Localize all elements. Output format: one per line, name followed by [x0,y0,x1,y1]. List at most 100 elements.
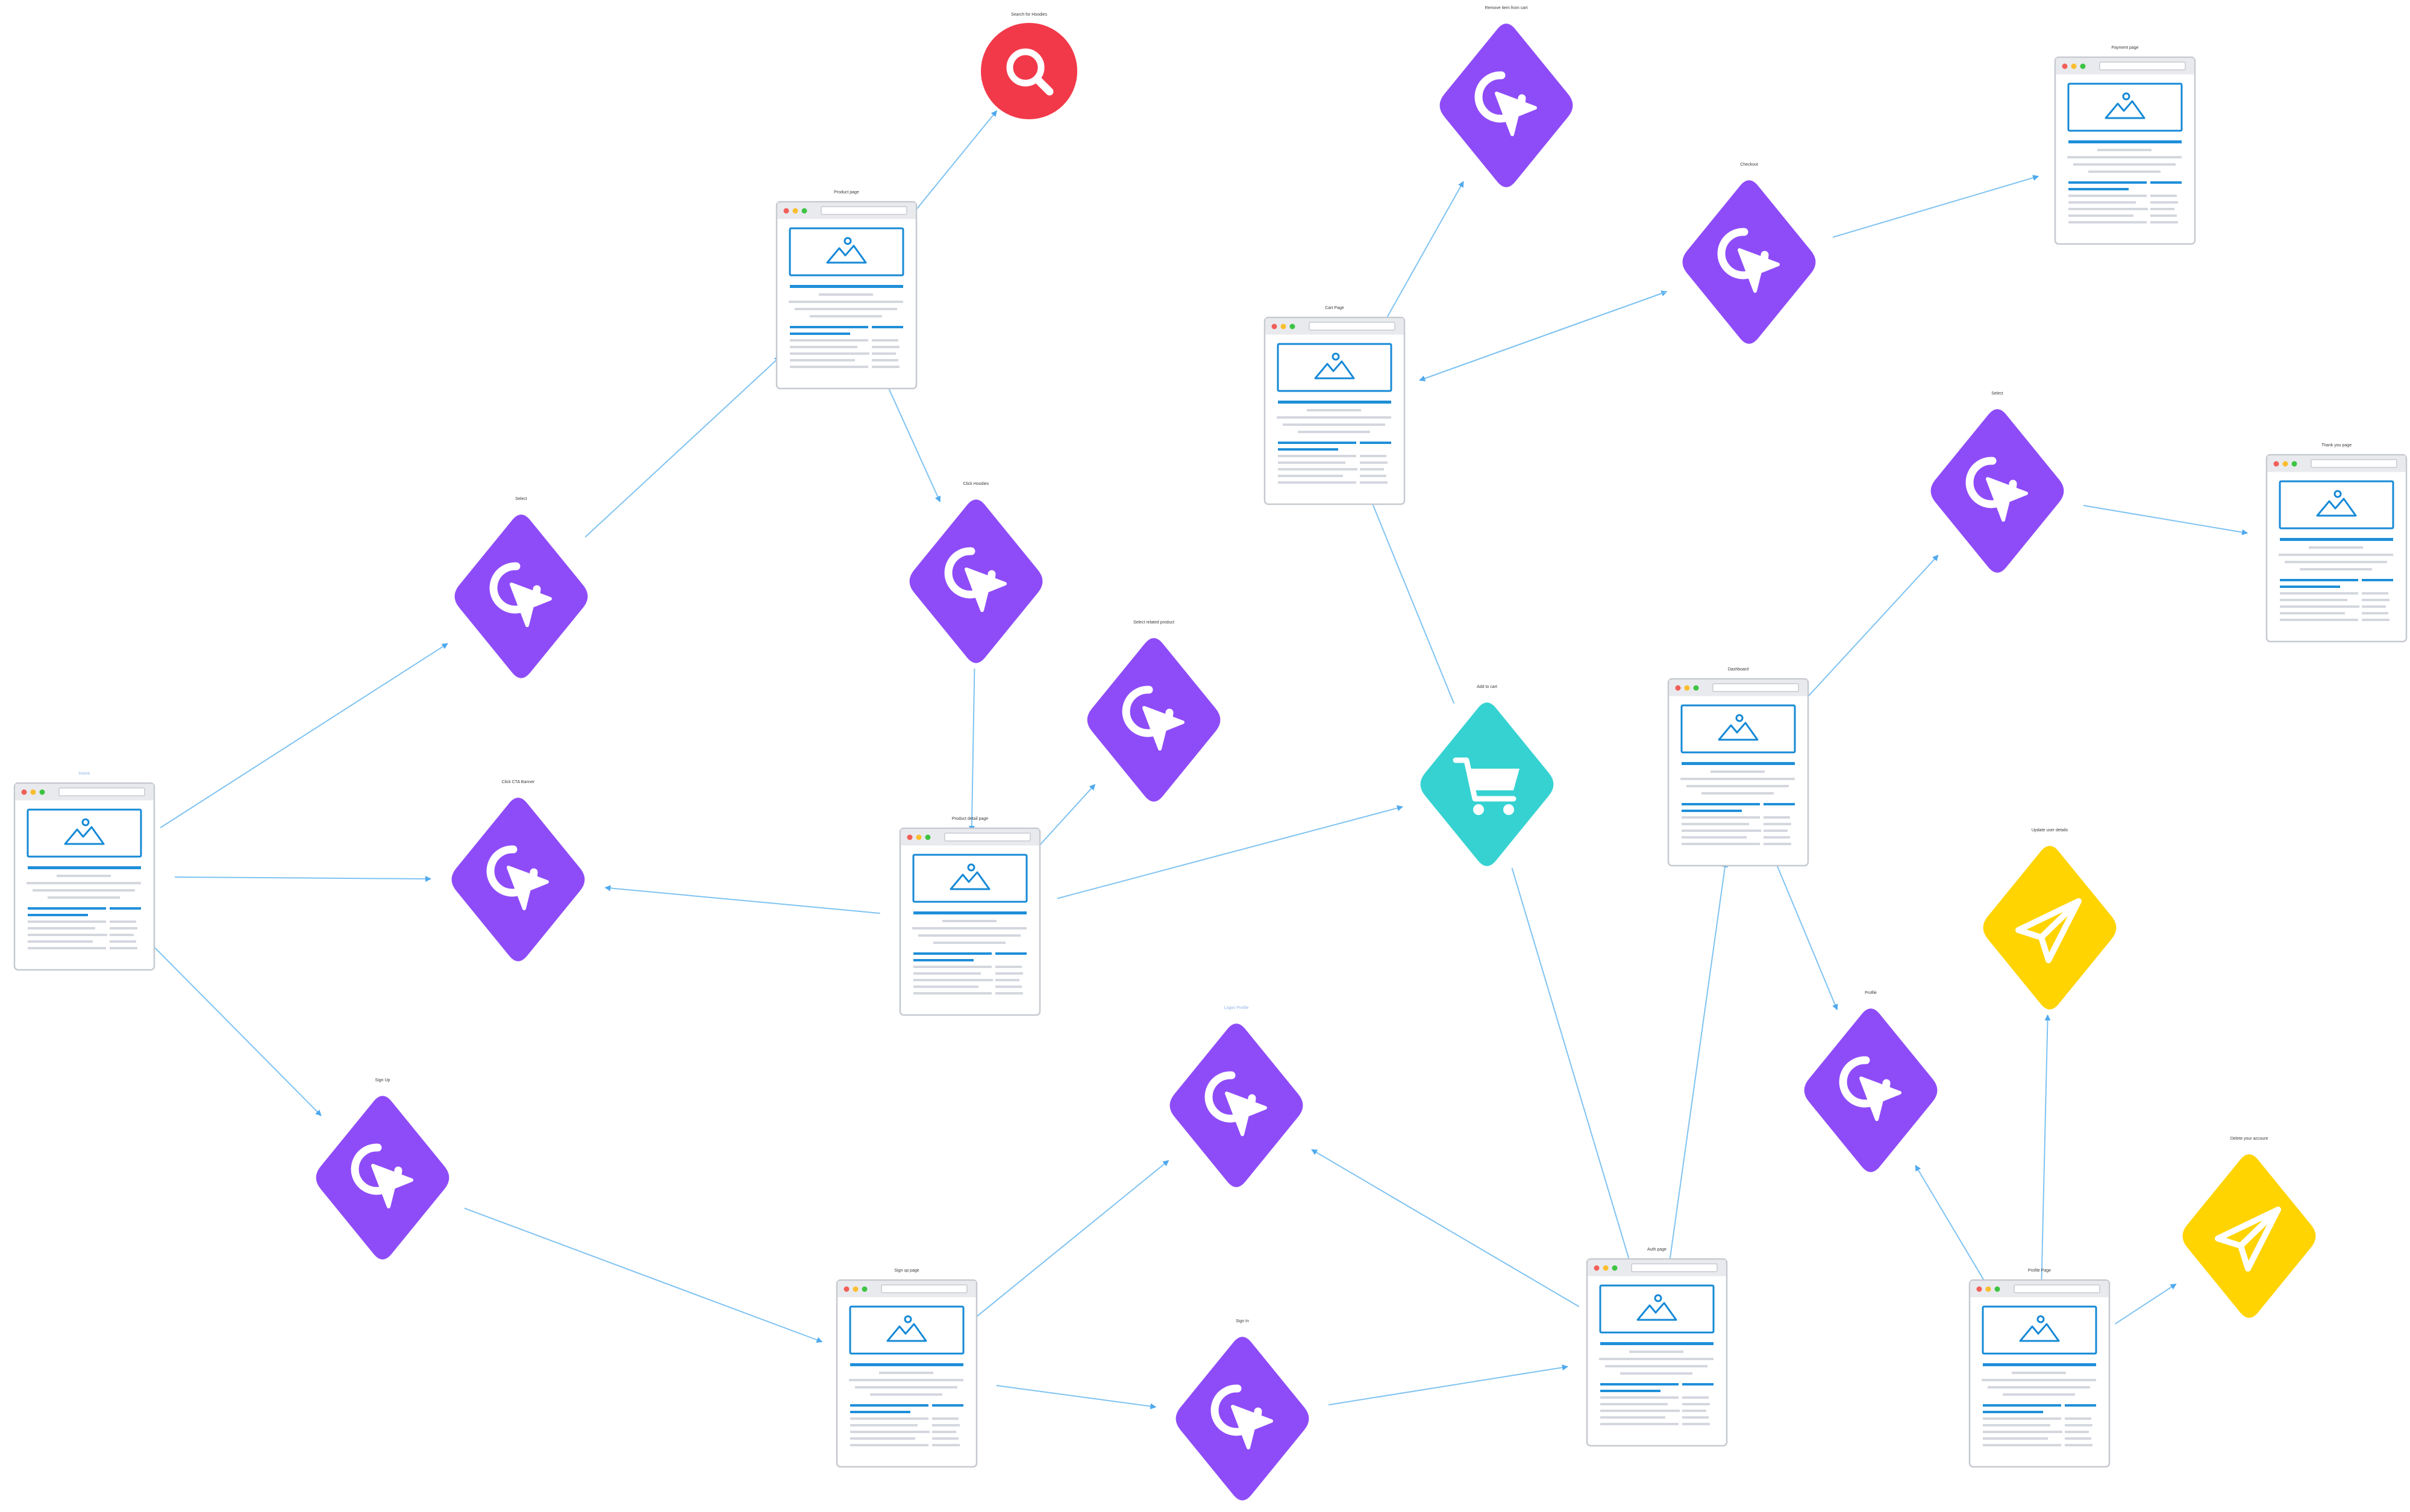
node-cart-add[interactable]: Add to cart [1420,685,1554,866]
close-dot [1675,685,1681,691]
column-heading [1682,1383,1714,1385]
node-submit-update[interactable]: Update user details [1983,828,2117,1010]
node-cart-page[interactable]: Cart Page [1263,306,1406,505]
text-line [1682,1410,1706,1412]
edge-home-to-click-hero-banner [174,875,431,882]
text-line [790,333,850,335]
text-line [2150,208,2174,210]
node-sign-up-page[interactable]: Sign up page [836,1269,978,1468]
address-bar [944,833,1031,842]
node-profile-page[interactable]: Profile Page [1968,1269,2111,1468]
text-line [1983,1431,2062,1433]
text-line [110,947,137,949]
edge-click-sign-in-to-auth-page [1329,1364,1568,1406]
cursor-click-icon [351,1143,413,1208]
edge-click-select-to-product-page [584,356,781,538]
edge-profile-page-to-click-profile [1915,1164,1994,1296]
node-product-detail[interactable]: Product detail page [899,817,1041,1016]
node-submit-delete[interactable]: Delete your account [2182,1137,2316,1318]
text-line [819,293,873,296]
text-line [1682,843,1760,845]
text-line [1983,1411,2043,1413]
node-home[interactable]: Home [13,772,155,971]
text-line [2065,1444,2092,1446]
node-label: Profile Page [2028,1269,2051,1273]
node-product-page[interactable]: Product page [775,190,918,390]
text-line [27,882,141,884]
node-dashboard[interactable]: Dashboard [1667,667,1809,867]
node-label: Profile [1865,991,1877,995]
cursor-click-icon [1717,228,1780,293]
column-heading [28,907,106,910]
column-heading [1764,803,1795,805]
node-click-remove[interactable]: Remove item from cart [1439,6,1573,187]
text-line [28,914,88,916]
column-heading [1278,442,1356,444]
text-line [2362,619,2390,621]
node-click-login[interactable]: Login/ Profile [1169,1006,1303,1187]
node-label: Thank you page [2321,443,2352,448]
text-line [810,315,882,317]
text-line [1764,823,1791,825]
maximize-dot [1693,685,1699,691]
maximize-dot [925,834,931,840]
text-line [2280,592,2358,595]
node-label: Update user details [2032,828,2068,833]
node-click-profile[interactable]: Profile [1804,991,1938,1172]
text-line [1278,455,1356,457]
heading-line [2068,140,2182,143]
text-line [1983,1424,2050,1426]
node-click-checkout[interactable]: Checkout [1682,163,1816,344]
node-payment-page[interactable]: Payment page [2054,46,2196,245]
node-click-hero-banner[interactable]: Click CTA Banner [451,780,585,961]
text-line [2065,1424,2092,1426]
node-click-hoodies[interactable]: Click Hoodies [909,482,1043,663]
text-line [850,1437,915,1440]
image-placeholder [789,227,904,276]
text-line [1600,1410,1680,1412]
heading-line [28,866,141,869]
text-line [790,352,869,355]
text-line [2280,605,2359,608]
node-click-confirm[interactable]: Select [1930,392,2064,573]
text-line [850,1417,928,1420]
node-search[interactable]: Search for Hoodies [981,13,1077,119]
image-icon [2316,490,2357,517]
text-line [879,1372,933,1374]
minimize-dot [916,834,922,840]
node-label: Home [79,772,90,776]
node-label: Auth page [1647,1248,1667,1252]
node-thank-you-page[interactable]: Thank you page [2265,443,2408,643]
text-line [2068,201,2136,204]
node-label: Select [515,497,527,501]
text-line [1278,448,1338,451]
node-click-related[interactable]: Select related product [1087,620,1221,802]
text-line [1983,1437,2048,1440]
node-auth-page[interactable]: Auth page [1586,1248,1728,1447]
column-heading [790,326,868,328]
text-line [2068,195,2147,197]
minimize-dot [2071,63,2077,69]
text-line [1278,475,1343,477]
node-label: Product detail page [952,817,988,821]
node-click-sign-in[interactable]: Sign In [1175,1319,1309,1501]
node-click-select[interactable]: Select [454,497,588,678]
edge-product-detail-to-click-related [1030,784,1096,855]
column-heading [2068,181,2147,184]
node-click-signup[interactable]: Sign Up [316,1078,449,1260]
node-label: Cart Page [1325,306,1344,310]
close-dot [2062,63,2068,69]
edge-click-confirm-to-thank-you-page [2083,505,2249,536]
text-line [1278,461,1345,464]
image-placeholder [1680,704,1796,754]
text-line [2362,605,2386,608]
node-label: Login/ Profile [1224,1006,1249,1010]
close-dot [2273,461,2279,467]
edge-auth-page-to-click-login [1311,1149,1580,1307]
close-dot [21,789,27,795]
text-line [33,889,135,892]
text-line [1600,1403,1668,1405]
text-line [850,1411,910,1413]
text-line [795,308,897,310]
maximize-dot [1612,1265,1618,1271]
